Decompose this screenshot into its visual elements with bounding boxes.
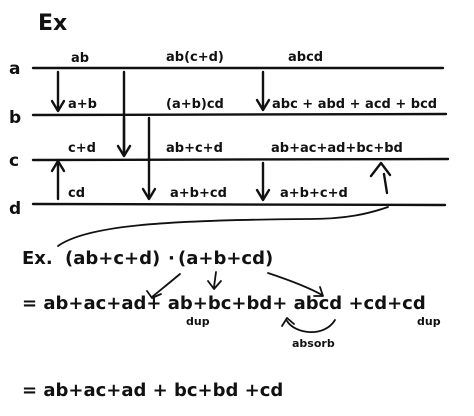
expansion-arrowhead-middle (207, 280, 222, 290)
comparator-c-d-up (50, 159, 66, 201)
duplicate-note-2: dup (417, 315, 441, 328)
wire-b (31, 112, 448, 117)
segment-d1: cd (68, 186, 85, 201)
absorb-note: absorb (292, 337, 335, 350)
segment-b1: a+b (68, 97, 97, 112)
absorb-arrowhead (281, 317, 295, 327)
segment-c2: ab+c+d (166, 141, 223, 156)
comparator-b-d (141, 116, 157, 201)
segment-c3: ab+ac+ad+bc+bd (271, 141, 403, 156)
expansion-arrow-left (151, 273, 181, 298)
equation-prefix: Ex. (22, 248, 53, 269)
expansion-arrow-middle (213, 271, 217, 288)
segment-d3: a+b+c+d (280, 186, 348, 201)
comparator-a-b-second (255, 70, 271, 112)
wire-label-c: c (9, 151, 19, 171)
segment-b3: abc + abd + acd + bcd (272, 97, 437, 112)
equation-dot: · (168, 248, 175, 269)
comparator-c-d-second (255, 161, 271, 202)
pointer-arrow-to-c3 (369, 161, 392, 195)
comparator-a-b-first (50, 70, 66, 113)
wire-label-a: a (9, 59, 20, 79)
expansion-arrow-right (267, 272, 323, 296)
segment-c1: c+d (68, 141, 96, 156)
segment-a3: abcd (288, 50, 323, 65)
segment-d2: a+b+cd (170, 186, 227, 201)
equation-left-factor: (ab+c+d) (65, 248, 160, 269)
example-title: Ex (38, 11, 67, 36)
wire-label-b: b (9, 108, 21, 128)
wire-c (31, 157, 450, 162)
expansion-arrowhead-right (313, 286, 324, 297)
wire-label-d: d (9, 199, 21, 219)
connector-swoop (57, 206, 389, 247)
duplicate-note-1: dup (186, 315, 210, 328)
equation-line-2: = ab+ac+ad+ ab+bc+bd+ abcd +cd+cd (22, 293, 426, 314)
segment-a1: ab (71, 51, 89, 66)
wire-d (31, 202, 447, 207)
segment-b2: (a+b)cd (166, 97, 224, 112)
equation-line-3: = ab+ac+ad + bc+bd +cd (22, 380, 283, 401)
expansion-arrowhead-left (146, 290, 162, 299)
segment-a2: ab(c+d) (166, 50, 224, 65)
absorb-curve (286, 319, 336, 334)
equation-right-factor: (a+b+cd) (178, 248, 273, 269)
